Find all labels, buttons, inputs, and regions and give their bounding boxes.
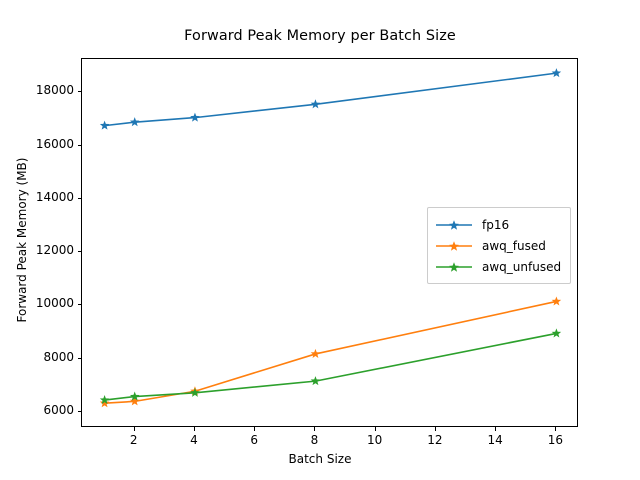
x-tick-mark [254, 427, 256, 431]
x-tick-mark [374, 427, 376, 431]
series-canvas [99, 68, 562, 408]
legend-line-sample-awq-fused [436, 240, 472, 251]
data-point-marker [129, 391, 140, 401]
x-tick-mark [194, 427, 196, 431]
x-tick-mark [495, 427, 497, 431]
y-tick-mark [77, 251, 81, 253]
series-line [104, 332, 557, 401]
x-tick-label: 4 [190, 433, 198, 447]
data-point-marker [99, 398, 110, 408]
legend: fp16 awq_fused awq_unfused [427, 207, 572, 284]
legend-label-fp16: fp16 [482, 217, 510, 232]
x-tick-mark [133, 427, 135, 431]
chart-title: Forward Peak Memory per Batch Size [184, 28, 456, 44]
x-tick-mark [314, 427, 316, 431]
x-tick-label: 14 [487, 433, 503, 447]
x-tick-label: 16 [547, 433, 564, 447]
series-line [104, 300, 557, 405]
data-point-marker [190, 112, 200, 122]
legend-item-fp16[interactable]: fp16 [435, 214, 561, 235]
x-tick-mark [555, 427, 557, 431]
y-tick-label: 10000 [35, 296, 74, 311]
series-line [104, 72, 557, 127]
legend-item-awq-unfused[interactable]: awq_unfused [435, 256, 561, 277]
y-tick-mark [77, 144, 81, 146]
series-fp16 [99, 68, 562, 130]
y-tick-mark [77, 357, 81, 359]
data-point-marker [310, 99, 321, 109]
data-point-marker [99, 120, 110, 130]
y-tick-mark [77, 411, 81, 413]
data-point-marker [190, 387, 200, 397]
y-axis-label: Forward Peak Memory (MB) [15, 157, 29, 323]
data-point-marker [99, 395, 110, 405]
series-awq_unfused [99, 328, 562, 405]
x-tick-mark [434, 427, 436, 431]
y-tick-label: 18000 [35, 83, 74, 98]
y-tick-mark [77, 197, 81, 199]
legend-line-sample-awq-unfused [436, 261, 472, 272]
y-tick-label: 16000 [35, 136, 74, 151]
y-tick-label: 6000 [43, 403, 74, 417]
y-tick-label: 14000 [35, 189, 74, 204]
data-point-marker [129, 117, 140, 127]
y-tick-label: 12000 [35, 243, 74, 258]
x-tick-label: 2 [129, 433, 138, 447]
data-point-marker [551, 296, 562, 306]
x-tick-label: 12 [427, 433, 443, 447]
y-tick-mark [77, 304, 81, 306]
x-tick-label: 10 [367, 433, 383, 447]
legend-line-sample-fp16 [436, 219, 472, 230]
x-axis-label: Batch Size [288, 452, 352, 466]
y-tick-label: 8000 [43, 349, 74, 364]
data-point-marker [551, 68, 562, 78]
data-point-marker [310, 348, 321, 358]
x-tick-label: 6 [250, 433, 258, 447]
legend-label-awq-unfused: awq_unfused [482, 259, 562, 274]
legend-item-awq-fused[interactable]: awq_fused [435, 235, 561, 256]
series-awq_fused [99, 296, 562, 408]
data-point-marker [551, 328, 562, 338]
y-tick-mark [77, 91, 81, 93]
data-point-marker [310, 376, 321, 386]
x-tick-label: 8 [310, 433, 319, 447]
data-point-marker [129, 396, 140, 406]
legend-label-awq-fused: awq_fused [482, 238, 546, 253]
